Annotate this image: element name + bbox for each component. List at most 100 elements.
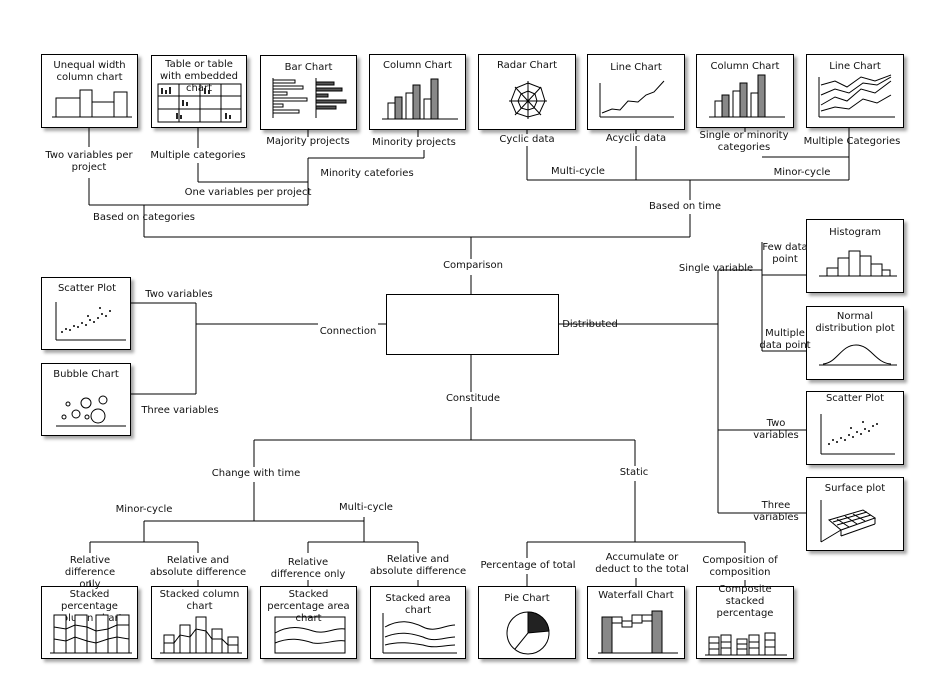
label-percentage-of-total: Percentage of total — [480, 560, 576, 571]
bubble-chart-icon — [56, 395, 126, 427]
label-few-data-point: Few data point — [762, 242, 808, 265]
box-title: Histogram — [829, 227, 881, 238]
bar-chart-box: Bar Chart — [260, 55, 357, 130]
stacked-percentage-area-icon — [274, 616, 346, 654]
bar-chart-icon — [272, 78, 347, 118]
bubble-chart-box: Bubble Chart — [41, 363, 131, 436]
pie-chart-icon — [506, 611, 550, 655]
waterfall-chart-box: Waterfall Chart — [587, 586, 685, 659]
label-constitude: Constitude — [445, 393, 501, 404]
stacked-percentage-column-icon — [50, 614, 132, 654]
box-title: Column Chart — [383, 60, 452, 71]
label-minority-catefories: Minority catefories — [320, 168, 414, 179]
box-title: Line Chart — [829, 61, 881, 72]
label-connection: Connection — [319, 326, 377, 337]
label-three-variables-left: Three variables — [141, 405, 219, 416]
scatter-plot-box-left: Scatter Plot — [41, 277, 131, 350]
stacked-area-icon — [382, 613, 457, 654]
normal-distribution-box: Normal distribution plot — [806, 306, 904, 380]
label-based-on-time: Based on time — [648, 201, 722, 212]
line-chart-icon — [599, 80, 674, 118]
histogram-icon — [819, 250, 897, 277]
composite-stacked-box: Composite stacked percentage — [696, 584, 794, 659]
stacked-percentage-column-box: Stacked percentage column chart — [41, 586, 138, 659]
box-title: Line Chart — [610, 62, 662, 73]
stacked-percentage-area-box: Stacked percentage area chart — [260, 586, 357, 659]
line-chart-box-2: Line Chart — [806, 54, 904, 128]
scatter-plot-icon — [55, 302, 126, 341]
line-chart-box-1: Line Chart — [587, 54, 685, 130]
label-multiple-categories: Multiple categories — [150, 150, 246, 161]
label-based-on-categories: Based on categories — [93, 212, 195, 223]
label-two-variables-left: Two variables — [145, 289, 213, 300]
scatter-plot-icon — [820, 414, 895, 455]
center-box — [386, 294, 559, 355]
multi-line-chart-icon — [818, 74, 895, 118]
box-title: Bubble Chart — [53, 369, 119, 380]
box-title: Composite stacked percentage — [716, 584, 774, 619]
table-chart-box: Table or table with embedded chart — [151, 55, 247, 128]
radar-chart-box: Radar Chart — [478, 54, 576, 130]
box-title: Surface plot — [824, 483, 886, 494]
box-title: Normal distribution plot — [815, 311, 895, 334]
box-title: Radar Chart — [496, 60, 558, 71]
box-title: Stacked area chart — [385, 593, 451, 616]
box-title: Scatter Plot — [825, 393, 885, 404]
scatter-plot-box-right: Scatter Plot — [806, 391, 904, 465]
label-minority-projects: Minority projects — [372, 137, 456, 148]
label-minor-cycle-bottom: Minor-cycle — [115, 504, 173, 515]
label-composition-of-composition: Composition of composition — [702, 555, 778, 578]
label-multiple-data-point: Multiple data point — [759, 328, 811, 351]
composite-stacked-icon — [705, 632, 787, 656]
label-three-variables-right: Three variables — [753, 500, 799, 523]
stacked-column-box: Stacked column chart — [151, 586, 248, 659]
label-multi-cycle-top: Multi-cycle — [551, 166, 605, 177]
label-one-variables-per-project: One variables per project — [184, 187, 312, 198]
label-accumulate-or-deduct: Accumulate or deduct to the total — [595, 552, 689, 575]
label-relative-absolute-difference-2: Relative and absolute difference — [369, 554, 467, 577]
histogram-box: Histogram — [806, 219, 904, 293]
label-multiple-categories-2: Multiple Categories — [803, 136, 901, 147]
waterfall-chart-icon — [598, 610, 678, 654]
box-title: Bar Chart — [284, 62, 333, 73]
box-title: Waterfall Chart — [598, 590, 674, 601]
pie-chart-box: Pie Chart — [478, 586, 576, 659]
box-title: Stacked percentage column chart — [56, 589, 123, 624]
box-title: Stacked percentage area chart — [267, 589, 350, 624]
stacked-column-icon — [160, 616, 242, 654]
stacked-area-box: Stacked area chart — [370, 586, 466, 659]
box-title: Unequal width column chart — [53, 60, 126, 83]
surface-plot-icon — [820, 500, 877, 543]
box-title: Table or table with embedded chart — [160, 59, 238, 94]
label-change-with-time: Change with time — [211, 468, 301, 479]
label-acyclic-data: Acyclic data — [605, 133, 667, 144]
column-chart-icon — [382, 78, 458, 120]
column-chart-icon — [709, 74, 785, 118]
column-chart-box-2: Column Chart — [696, 54, 794, 128]
radar-chart-icon — [509, 81, 547, 119]
box-title: Column Chart — [710, 61, 780, 72]
box-title: Scatter Plot — [57, 283, 117, 294]
label-relative-absolute-difference-1: Relative and absolute difference — [149, 555, 247, 578]
label-relative-difference-only-1: Relative difference only — [64, 555, 116, 590]
label-multi-cycle-bottom: Multi-cycle — [339, 502, 393, 513]
unequal-width-column-chart-box: Unequal width column chart — [41, 54, 138, 128]
table-chart-icon — [157, 83, 242, 123]
box-title: Pie Chart — [504, 593, 550, 604]
label-single-variable: Single variable — [678, 263, 754, 274]
label-cyclic-data: Cyclic data — [499, 134, 555, 145]
label-minor-cycle-top: Minor-cycle — [773, 167, 831, 178]
unequal-column-chart-icon — [52, 89, 132, 118]
label-static: Static — [619, 467, 649, 478]
label-comparison: Comparison — [443, 260, 503, 271]
label-distributed: Distributed — [562, 319, 618, 330]
box-title: Stacked column chart — [159, 589, 240, 612]
label-two-variables-right: Two variables — [753, 418, 799, 441]
surface-plot-box: Surface plot — [806, 477, 904, 551]
label-majority-projects: Majority projects — [266, 136, 350, 147]
normal-distribution-icon — [819, 344, 897, 366]
label-single-or-minority-categories: Single or minority categories — [699, 130, 789, 153]
label-two-variables-per-project: Two variables per project — [45, 150, 133, 173]
